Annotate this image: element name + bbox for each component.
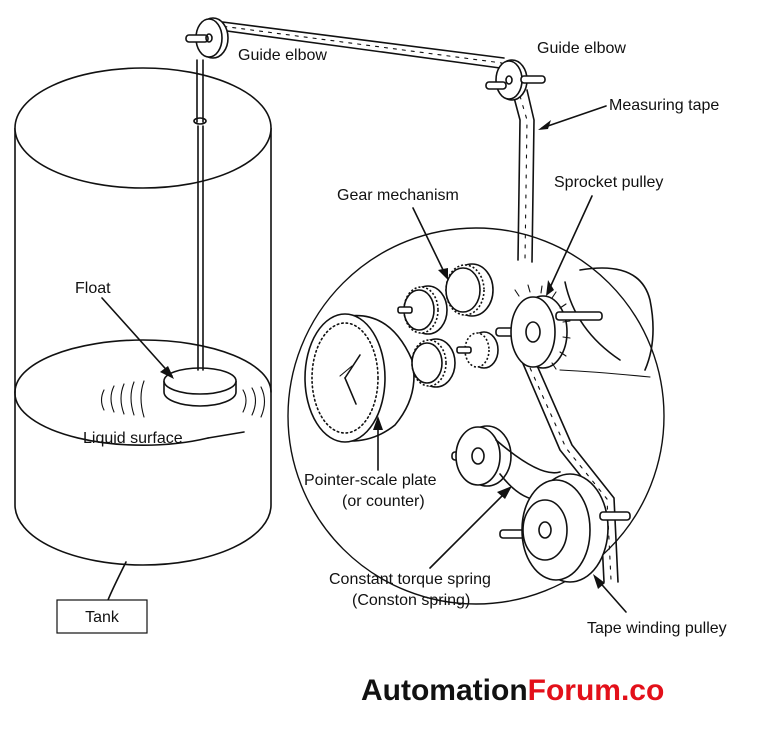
tape-holes-lower [521, 349, 612, 581]
tank-wire-opening [193, 117, 207, 125]
sprocket-leader [547, 195, 593, 293]
float [163, 367, 237, 407]
label-sprocket-pulley: Sprocket pulley [554, 174, 663, 191]
tape-vertical-right [526, 89, 535, 263]
brand-part2: Forum.co [528, 674, 665, 707]
brand-watermark: AutomationForum.co [361, 674, 664, 707]
tank [14, 59, 272, 601]
spring-band-top [495, 439, 561, 474]
gear-upper-left [397, 285, 448, 335]
inset-circle [287, 227, 665, 605]
label-spring-line2: (Conston spring) [352, 592, 470, 609]
label-pointer-scale-line1: Pointer-scale plate [304, 472, 437, 489]
ripples [100, 380, 266, 418]
gear-lower-left [411, 338, 456, 388]
label-tape-winding-pulley: Tape winding pulley [587, 620, 727, 637]
tape-vertical-left [511, 89, 521, 261]
label-float: Float [75, 280, 111, 297]
float-leader [101, 297, 173, 377]
label-liquid-surface: Liquid surface [83, 430, 183, 447]
pointer [344, 377, 357, 405]
guide-elbow-right [485, 59, 546, 101]
tape-winding-pulley [495, 439, 631, 583]
label-pointer-scale-line2: (or counter) [342, 493, 425, 510]
sprocket-pulley [495, 284, 603, 370]
tank-body [14, 128, 272, 566]
tape-top-edge [204, 27, 501, 69]
gear-leader [412, 207, 447, 277]
mechanism-inset [287, 227, 665, 605]
label-spring-line1: Constant torque spring [329, 571, 491, 588]
label-measuring-tape: Measuring tape [609, 97, 719, 114]
guide-elbow-left [185, 17, 229, 59]
tape-lower-right [527, 344, 619, 583]
tank-label-box [56, 599, 148, 634]
liquid-surface-front [14, 391, 209, 447]
liquid-surface-back [14, 339, 272, 393]
gear-small-pinion [456, 331, 499, 369]
gear-mechanism [397, 263, 499, 388]
leader-lines [101, 105, 627, 613]
tank-top-rim [14, 67, 272, 189]
brand-part1: Automation [361, 674, 528, 707]
tank-leader [107, 561, 127, 601]
pointer-scale-plate [304, 313, 415, 443]
gear-top [445, 263, 494, 317]
liquid-surface-leader [207, 431, 245, 439]
measuring-tape-leader [541, 105, 607, 129]
constant-torque-spring [451, 425, 512, 487]
label-tank: Tank [85, 609, 120, 626]
label-guide-elbow-right: Guide elbow [537, 40, 626, 57]
spring-leader [429, 489, 509, 569]
background-wheel [579, 267, 654, 371]
label-guide-elbow-left: Guide elbow [238, 47, 327, 64]
sprocket-teeth [514, 284, 571, 370]
label-gear-mechanism: Gear mechanism [337, 187, 459, 204]
